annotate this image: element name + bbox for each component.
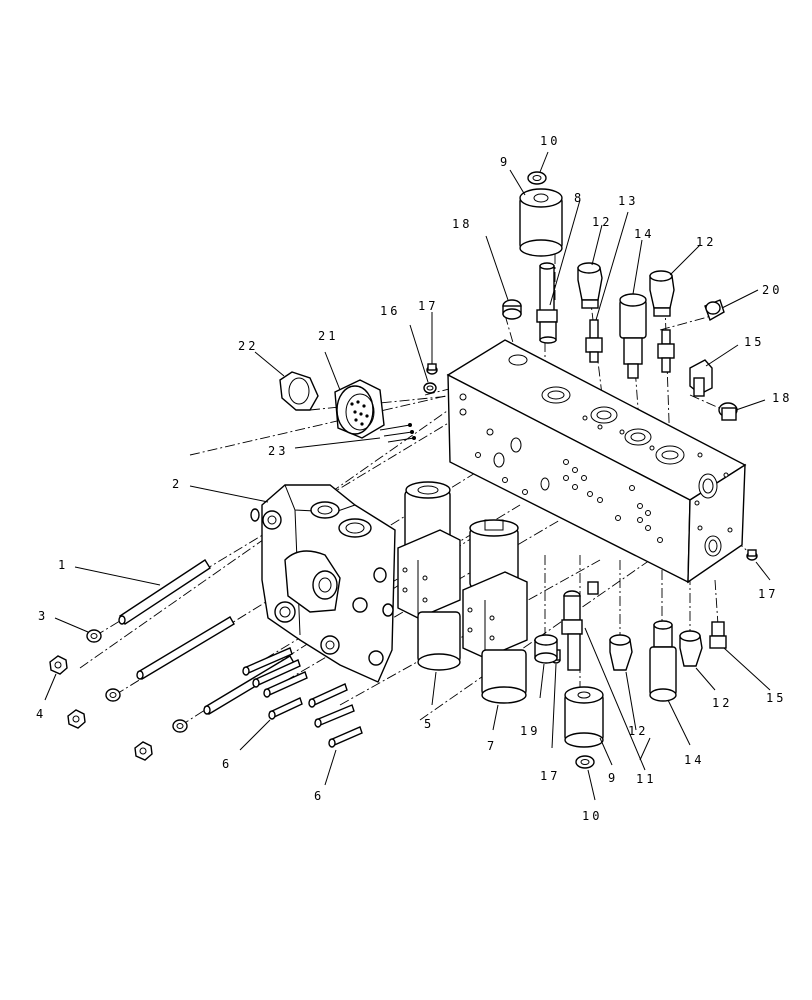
callout-8: 8: [574, 191, 584, 205]
callout-17-b: 17: [758, 587, 778, 601]
plug-bottom-small: [587, 581, 599, 595]
valve-13: [585, 319, 603, 363]
callout-17-a: 17: [418, 299, 438, 313]
callout-20: 20: [762, 283, 782, 297]
valve-housing: [250, 484, 396, 683]
callout-9-b: 9: [608, 771, 618, 785]
callout-18-a: 18: [452, 217, 472, 231]
manifold-block: [446, 339, 747, 584]
cap-19: [534, 634, 558, 664]
valve-15-top: [657, 329, 675, 373]
plug-12-bottom-left: [609, 634, 633, 671]
coil-nut-bottom: [564, 686, 604, 769]
callout-19: 19: [520, 724, 540, 738]
callout-4: 4: [36, 707, 46, 721]
callout-6-b: 6: [314, 789, 324, 803]
connector-21: [334, 379, 385, 439]
callout-15-b: 15: [766, 691, 786, 705]
callout-15-a: 15: [744, 335, 764, 349]
plug-12-top-left: [577, 262, 603, 309]
callout-labels: 1 2 3 4 5 6 6 7 8 9 9 10 10 11 12 12 12 …: [36, 134, 792, 823]
callout-18-b: 18: [772, 391, 792, 405]
callout-21: 21: [318, 329, 338, 343]
callout-12-b: 12: [696, 235, 716, 249]
callout-3: 3: [38, 609, 48, 623]
callout-14-b: 14: [684, 753, 704, 767]
plug-18-top: [502, 299, 522, 320]
callout-14-a: 14: [634, 227, 654, 241]
callout-22: 22: [238, 339, 258, 353]
plug-16: [423, 382, 437, 394]
coil-nut-top: [519, 171, 563, 257]
leader-lines: [44, 151, 771, 801]
callout-10-b: 10: [582, 809, 602, 823]
contact-pins-23: [379, 423, 416, 443]
callout-12-d: 12: [712, 696, 732, 710]
callout-7: 7: [487, 739, 497, 753]
solenoid-valve-7: [462, 519, 528, 704]
callout-6-a: 6: [222, 757, 232, 771]
callout-11: 11: [636, 772, 656, 786]
plug-17-right: [746, 549, 758, 561]
tie-rods: [118, 559, 295, 715]
relief-valve-14-bottom: [649, 620, 677, 702]
callout-5: 5: [424, 717, 434, 731]
callout-1: 1: [58, 558, 68, 572]
plug-18-right: [718, 402, 738, 421]
callout-9-a: 9: [500, 155, 510, 169]
cartridge-8: [536, 262, 558, 344]
plug-20: [704, 299, 725, 322]
valve-15-right: [689, 359, 713, 397]
callout-10-a: 10: [540, 134, 560, 148]
plug-12-top-right: [649, 270, 675, 317]
washers-nuts-left: [49, 629, 188, 761]
callout-12-c: 12: [628, 724, 648, 738]
valve-15-bottom: [709, 621, 727, 649]
callout-12-a: 12: [592, 215, 612, 229]
callout-13: 13: [618, 194, 638, 208]
short-bolts: [242, 647, 363, 748]
relief-valve-14-top: [619, 293, 647, 379]
callout-16: 16: [380, 304, 400, 318]
cartridge-11: [561, 590, 583, 671]
solenoid-valve-5: [397, 481, 461, 671]
lock-ring-22: [279, 371, 319, 411]
plug-17-top: [426, 363, 438, 375]
callout-2: 2: [172, 477, 182, 491]
plug-12-bottom-right: [679, 630, 703, 667]
callout-17-c: 17: [540, 769, 560, 783]
callout-23: 23: [268, 444, 288, 458]
